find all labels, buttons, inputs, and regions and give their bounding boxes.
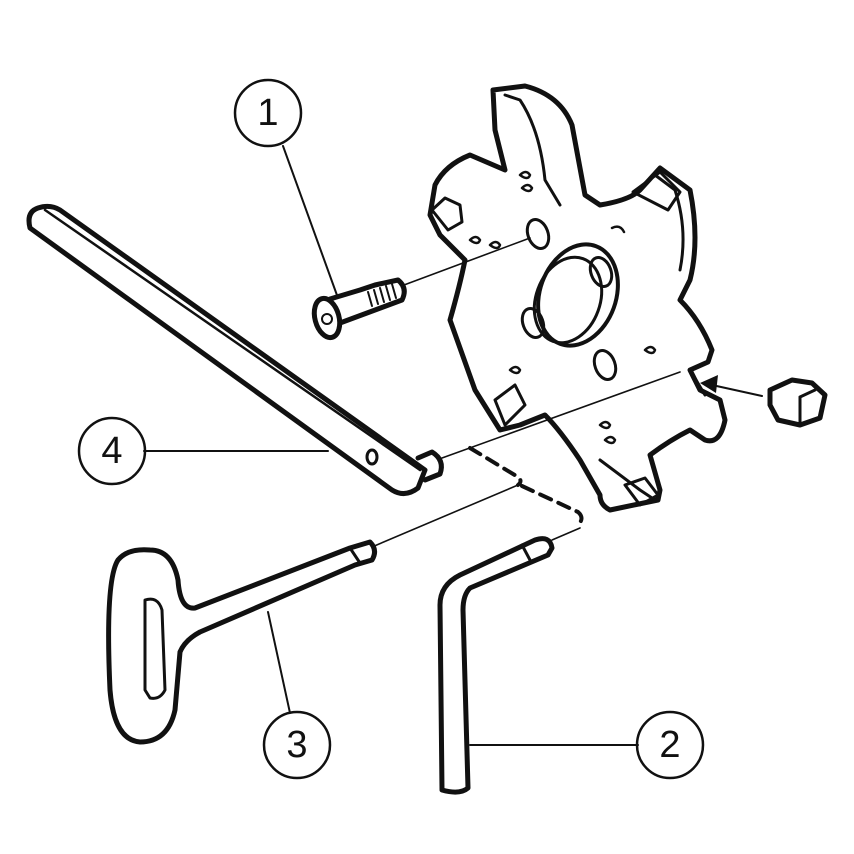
callout-circle-4 — [77, 416, 147, 486]
insert-arrow — [700, 375, 763, 397]
callout-circle-2 — [635, 710, 705, 780]
dashed-connector — [468, 446, 584, 527]
callout-circle-3 — [262, 710, 332, 780]
leader-lines — [143, 145, 639, 746]
cutting-insert — [767, 377, 828, 428]
callout-circles — [77, 78, 705, 780]
t-key-axis-line — [371, 484, 519, 548]
milling-cutter-body — [427, 83, 728, 513]
hex-key-l-wrench — [437, 536, 555, 795]
callout-label-1: 1 — [257, 92, 279, 134]
callout-label-4: 4 — [101, 430, 123, 472]
hex-key-axis-line — [551, 527, 581, 541]
callout-label-3: 3 — [286, 724, 308, 766]
wrench-axis-line — [441, 371, 681, 459]
screw-axis-line — [403, 237, 531, 286]
screw — [311, 277, 407, 341]
t-handle-key — [106, 539, 378, 745]
callout-circle-1 — [233, 78, 303, 148]
callout-label-2: 2 — [659, 724, 681, 766]
wrench-bar — [26, 203, 444, 496]
